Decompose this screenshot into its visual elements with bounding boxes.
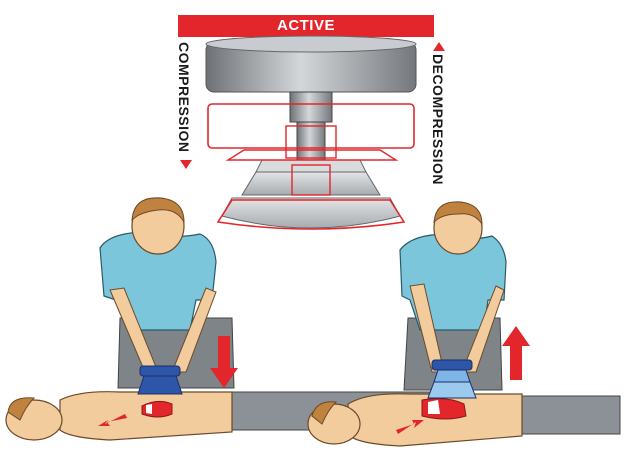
suction-device <box>206 36 416 229</box>
right-rescuer <box>400 202 506 398</box>
left-rescuer <box>100 198 234 394</box>
right-patient <box>308 394 620 446</box>
arrow-up-icon <box>502 326 530 380</box>
